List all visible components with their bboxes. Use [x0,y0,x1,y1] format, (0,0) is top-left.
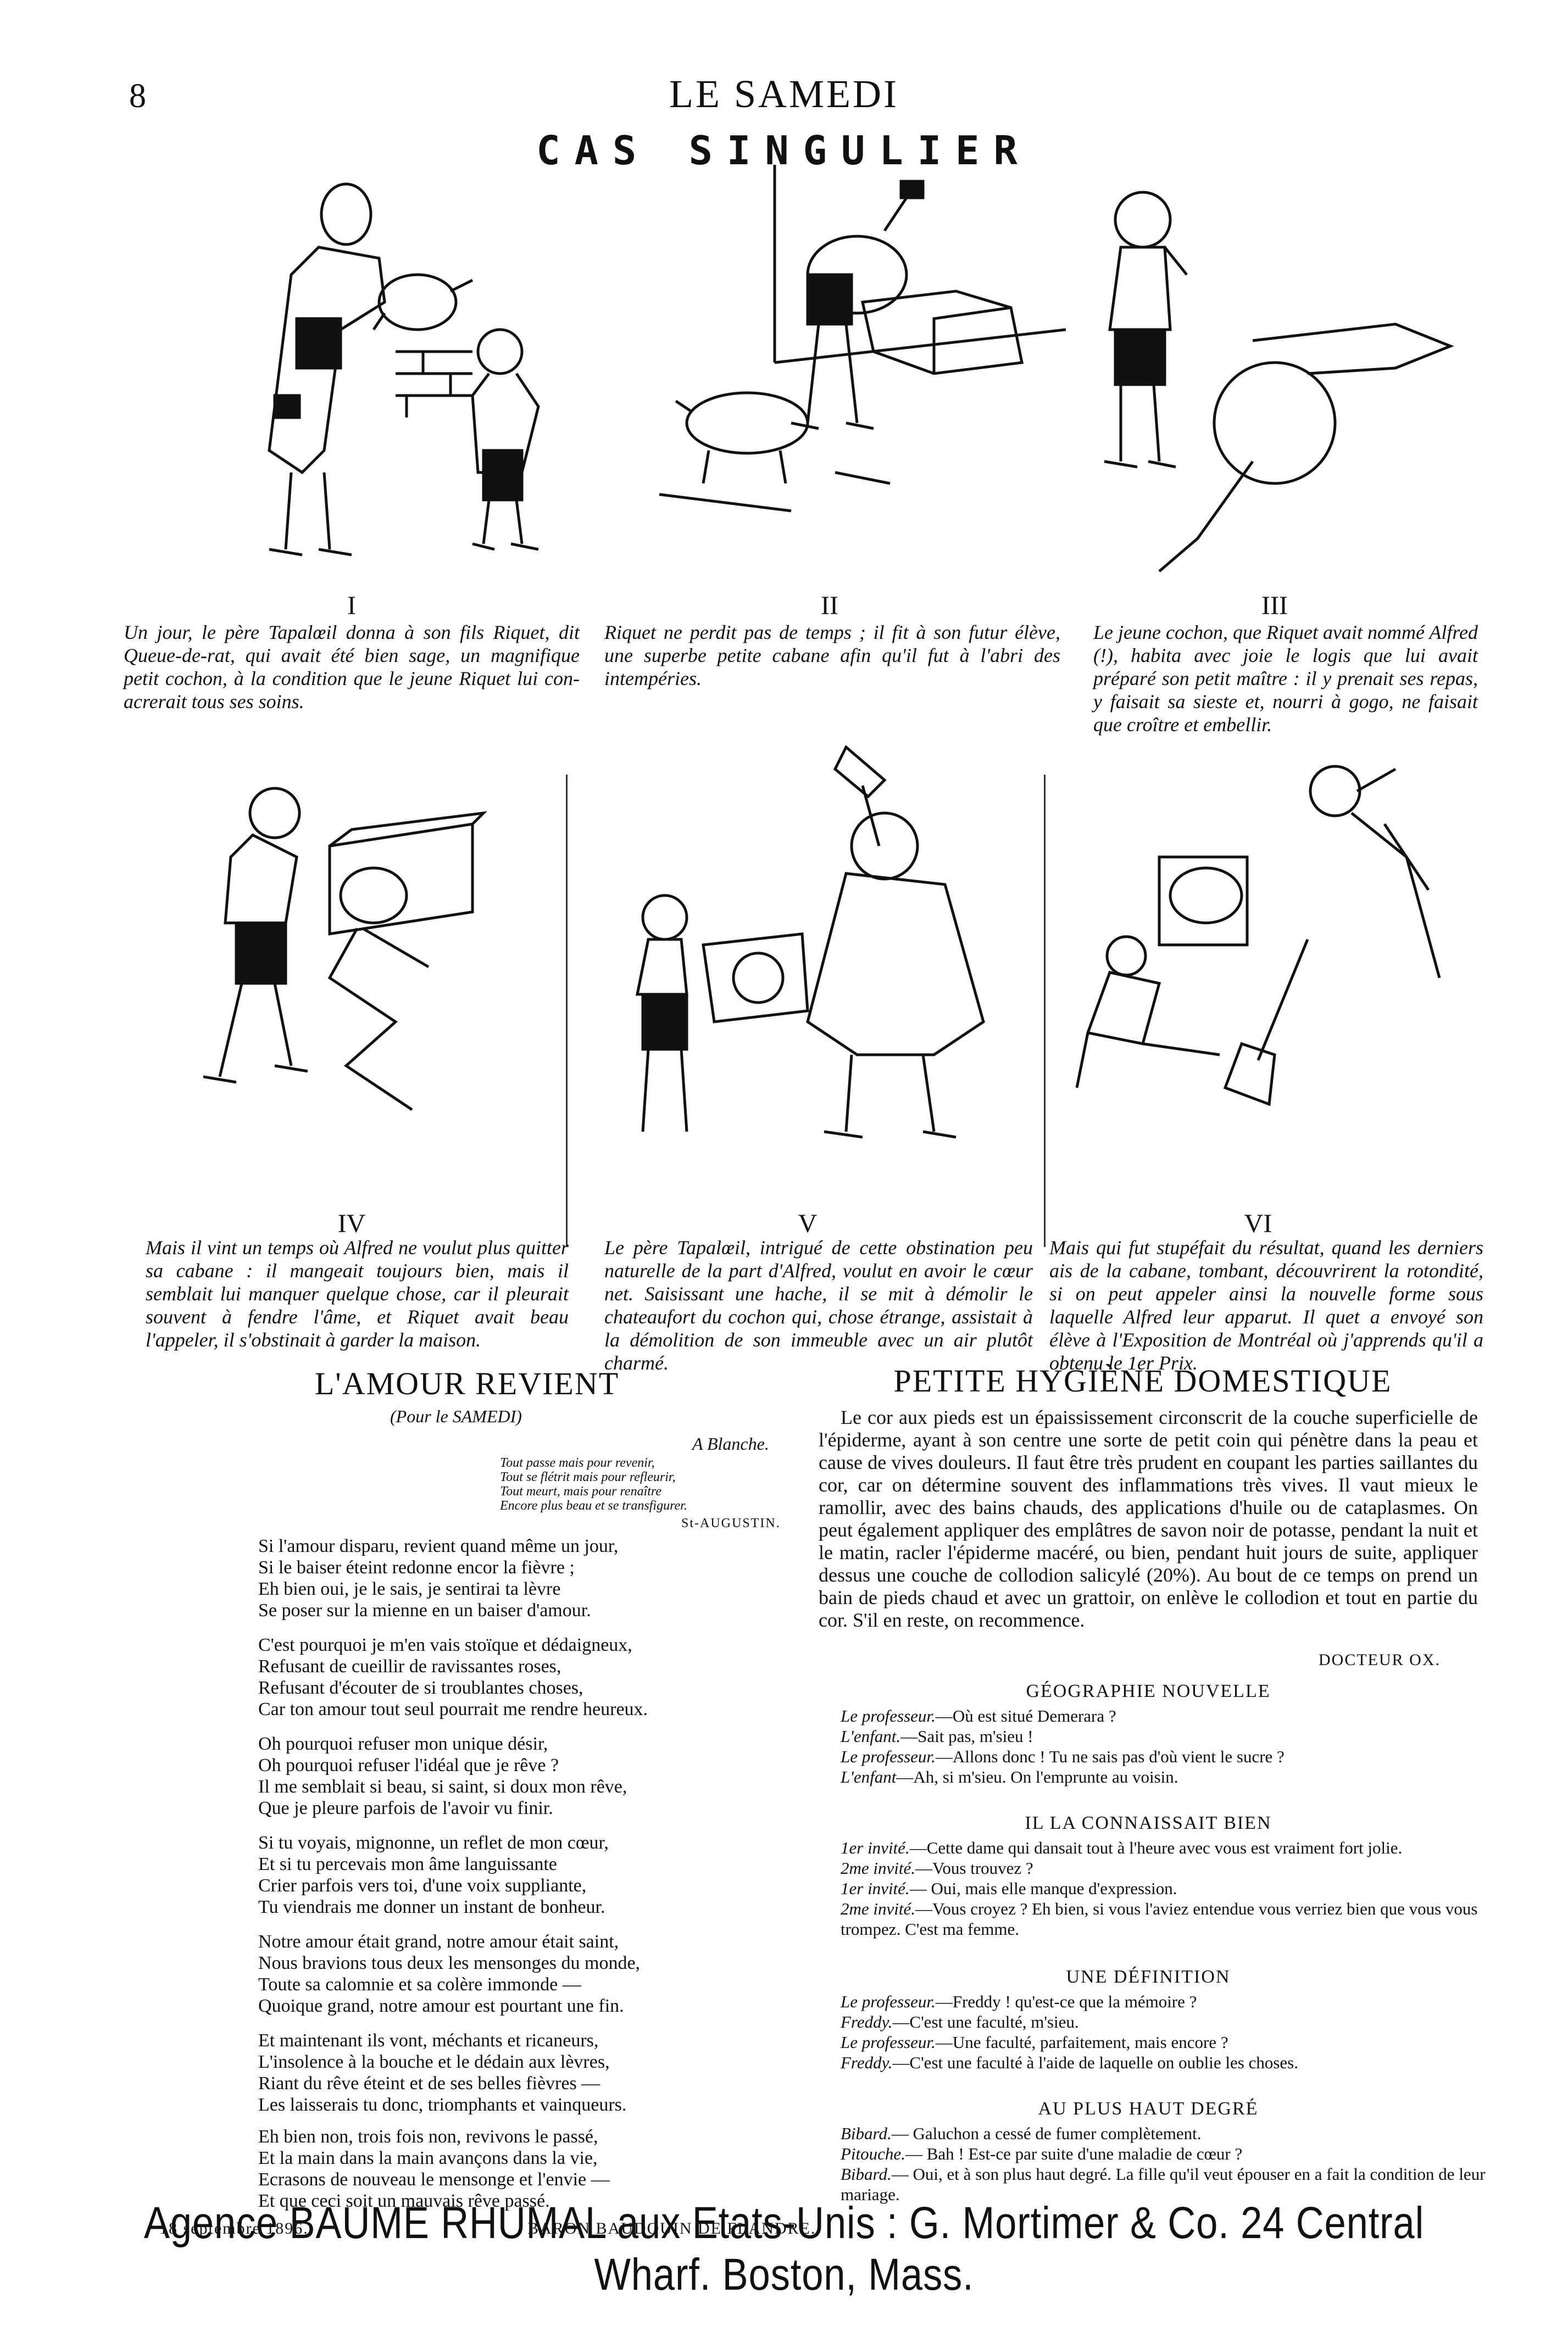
poem-stanza: Si l'amour disparu, revient quand même u… [258,1535,618,1621]
dialog-line: Le professeur.—Freddy ! qu'est-ce que la… [841,1992,1197,2011]
poem-title: L'AMOUR REVIENT [314,1366,620,1401]
poem-subtitle: (Pour le SAMEDI) [390,1406,522,1426]
panel-6-caption: Mais qui fut stupéfait du résultat, quan… [1049,1237,1483,1374]
poem-line: Et si tu percevais mon âme languissante [258,1854,557,1874]
joke-2-dialog: 1er invité.—Cette dame qui dansait tout … [841,1838,1489,1939]
poem-dedication: A Blanche. [692,1434,769,1454]
footer-advertisement: Agence BAUME RHUMAL aux Etats-Unis : G. … [143,2198,1425,2300]
dialog-line: Bibard.— Galuchon a cessé de fumer compl… [841,2124,1202,2143]
panel-2-illustration [659,165,1066,513]
dialog-line: 1er invité.—Cette dame qui dansait tout … [841,1838,1403,1857]
dialog-line: Le professeur.—Une faculté, parfaitement… [841,2033,1228,2052]
panel-3-numeral: III [1261,591,1288,620]
panel-4-illustration [203,787,487,1111]
joke-4-dialog: Bibard.— Galuchon a cessé de fumer compl… [841,2123,1489,2205]
panel-1-caption: Un jour, le père Tapalœil donna à son fi… [124,621,580,713]
poem-line: C'est pourquoi je m'en vais stoïque et d… [258,1635,632,1655]
poem-stanza: Notre amour était grand, notre amour éta… [258,1931,640,2017]
dialog-line: Pitouche.— Bah ! Est-ce par suite d'une … [841,2144,1243,2163]
poem-line: Oh pourquoi refuser mon unique désir, [258,1734,548,1754]
dialog-line: Le professeur.—Où est situé Demerara ? [841,1706,1116,1726]
panel-6-numeral: VI [1244,1209,1272,1238]
dialog-line: Bibard.— Oui, et à son plus haut degré. … [841,2164,1486,2204]
panel-4-caption: Mais il vint un temps où Alfred ne voulu… [146,1237,569,1351]
poem-line: Riant du rêve éteint et de ses belles fi… [258,2073,600,2094]
poem-line: Eh bien non, trois fois non, revivons le… [258,2127,598,2147]
page-number: 8 [129,77,146,115]
poem-line: Toute sa calomnie et sa colère immonde — [258,1974,581,1995]
poem-line: Et la main dans la main avançons dans la… [258,2148,598,2168]
masthead: LE SAMEDI [669,72,899,116]
dialog-line: 2me invité.—Vous croyez ? Eh bien, si vo… [841,1899,1478,1939]
poem-stanza: C'est pourquoi je m'en vais stoïque et d… [258,1634,648,1720]
poem-line: Notre amour était grand, notre amour éta… [258,1932,619,1952]
poem-line: Quoique grand, notre amour est pourtant … [258,1996,624,2016]
dialog-line: Freddy.—C'est une faculté, m'sieu. [841,2012,1079,2032]
panel-6-illustration [1075,765,1441,1106]
panel-1-numeral: I [347,591,356,620]
poem-line: Nous bravions tous deux les mensonges du… [258,1953,641,1973]
panel-1-illustration [268,182,540,556]
dialog-line: L'enfant—Ah, si m'sieu. On l'emprunte au… [841,1767,1178,1786]
joke-1-title: GÉOGRAPHIE NOUVELLE [1026,1681,1271,1701]
epigraph-line: Encore plus beau et se transfigurer. [500,1499,687,1513]
poem-line: Les laisserais tu donc, triomphants et v… [258,2095,627,2115]
poem-author: BARON BAUDOUIN DE FLANDRE. [527,2219,816,2238]
poem-epigraph: Tout passe mais pour revenir, Tout se fl… [500,1456,687,1513]
poem-line: L'insolence à la bouche et le dédain aux… [258,2052,610,2072]
joke-3-dialog: Le professeur.—Freddy ! qu'est-ce que la… [841,1991,1298,2073]
panel-2-numeral: II [821,591,838,620]
poem-stanza: Et maintenant ils vont, méchants et rica… [258,2030,626,2116]
poem-line: Que je pleure parfois de l'avoir vu fini… [258,1798,553,1818]
panel-5-numeral: V [798,1209,818,1238]
panel-2-caption: Riquet ne perdit pas de temps ; il fit à… [604,621,1060,689]
poem-line: Oh pourquoi refuser l'idéal que je rêve … [258,1755,559,1776]
poem-line: Il me semblait si beau, si saint, si dou… [258,1777,627,1797]
epigraph-author: St-AUGUSTIN. [681,1516,781,1530]
epigraph-line: Tout meurt, mais pour renaître [500,1484,662,1499]
joke-4-title: AU PLUS HAUT DEGRÉ [1038,2099,1259,2119]
poem-line: Et maintenant ils vont, méchants et rica… [258,2030,599,2051]
poem-stanza: Eh bien non, trois fois non, revivons le… [258,2126,610,2212]
poem-line: Si le baiser éteint redonne encor la fiè… [258,1557,575,1578]
hygiene-signature: DOCTEUR OX. [1319,1651,1441,1669]
poem-line: Crier parfois vers toi, d'une voix suppl… [258,1875,587,1896]
panel-5-caption: Le père Tapalœil, intrigué de cette obst… [604,1237,1033,1374]
poem-line: Ecrasons de nouveau le mensonge et l'env… [258,2169,610,2190]
poem-line: Si tu voyais, mignonne, un reflet de mon… [258,1833,609,1853]
dialog-line: Le professeur.—Allons donc ! Tu ne sais … [841,1747,1285,1766]
poem-line: Refusant d'écouter de si troublantes cho… [258,1678,583,1698]
poem-line: Se poser sur la mienne en un baiser d'am… [258,1600,591,1621]
poem-date: 18 septembre 1896. [159,2219,309,2238]
poem-line: Refusant de cueillir de ravissantes rose… [258,1656,561,1677]
poem-line: Eh bien oui, je le sais, je sentirai ta … [258,1579,561,1599]
panel-3-caption: Le jeune cochon, que Riquet avait nommé … [1093,621,1478,736]
panel-divider [1044,775,1046,1247]
panel-4-numeral: IV [337,1209,366,1238]
joke-2-title: IL LA CONNAISSAIT BIEN [1025,1813,1272,1833]
poem-line: Car ton amour tout seul pourrait me rend… [258,1699,648,1719]
panel-3-illustration [1104,191,1454,572]
panel-divider [566,775,568,1247]
hygiene-body: Le cor aux pieds est un épaississement c… [819,1406,1478,1631]
poem-line: Tu viendrais me donner un instant de bon… [258,1897,605,1917]
panel-5-illustration [635,745,985,1139]
epigraph-line: Tout passe mais pour revenir, [500,1456,655,1470]
joke-1-dialog: Le professeur.—Où est situé Demerara ? L… [841,1706,1285,1787]
hygiene-title: PETITE HYGIÈNE DOMESTIQUE [893,1363,1392,1399]
dialog-line: 2me invité.—Vous trouvez ? [841,1858,1033,1878]
epigraph-line: Tout se flétrit mais pour refleurir, [500,1470,676,1484]
comic-strip-title: CAS SINGULIER [536,127,1032,174]
dialog-line: Freddy.—C'est une faculté à l'aide de la… [841,2053,1298,2072]
poem-line: Et que ceci soit un mauvais rêve passé. [258,2191,550,2211]
joke-3-title: UNE DÉFINITION [1066,1967,1231,1987]
poem-stanza: Si tu voyais, mignonne, un reflet de mon… [258,1832,609,1918]
dialog-line: L'enfant.—Sait pas, m'sieu ! [841,1727,1033,1746]
poem-line: Si l'amour disparu, revient quand même u… [258,1536,619,1556]
poem-stanza: Oh pourquoi refuser mon unique désir, Oh… [258,1733,627,1819]
dialog-line: 1er invité.— Oui, mais elle manque d'exp… [841,1879,1177,1898]
